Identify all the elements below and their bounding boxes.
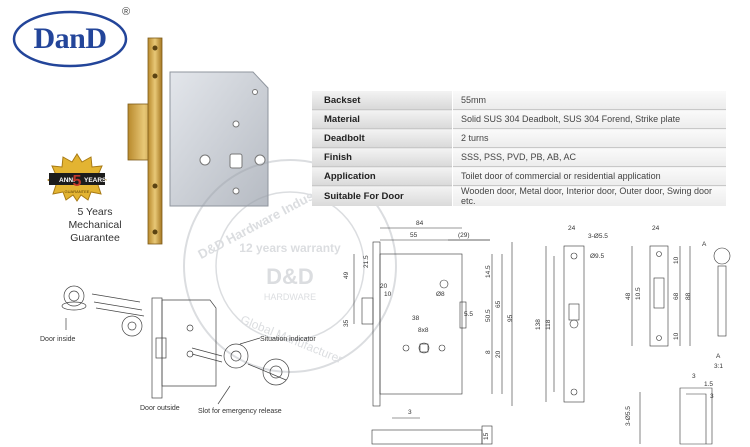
dim-49: 49: [343, 271, 350, 279]
spec-value: 55mm: [452, 91, 726, 110]
warranty-caption: 5 Years Mechanical Guarantee: [40, 206, 150, 245]
watermark-sub: HARDWARE: [264, 292, 316, 302]
registered-mark: ®: [122, 6, 131, 18]
dim-95: 95: [507, 314, 514, 322]
dim-35: 35: [343, 319, 350, 327]
dim-backset: 55: [410, 232, 418, 239]
spec-label: Deadbolt: [312, 128, 453, 148]
view-a-label: A: [702, 241, 707, 248]
dim-21-5: 21.5: [363, 255, 370, 268]
dim-5-5: 5.5: [464, 311, 473, 318]
badge-right: YEARS: [84, 177, 107, 184]
spec-label: Finish: [312, 147, 453, 167]
logo-ellipse: [12, 10, 128, 68]
logo-text: DanD: [33, 22, 107, 55]
dim-strike-10b: 10: [673, 332, 680, 340]
dim-front-9-5: Ø9.5: [590, 253, 604, 260]
dim-118: 118: [545, 319, 552, 330]
dim-strike-10: 10: [673, 256, 680, 264]
lock-product-image: [127, 37, 269, 245]
dim-38: 38: [412, 315, 420, 322]
exploded-view-drawing: [61, 285, 290, 405]
dim-strike-48: 48: [625, 292, 632, 300]
dim-10: 10: [384, 291, 392, 298]
dim-strike-10-5: 10.5: [635, 287, 642, 300]
dim-138: 138: [535, 319, 542, 330]
dim-small-d5-5: 3-Ø5.5: [625, 406, 632, 426]
warranty-line-3: Guarantee: [70, 232, 120, 244]
warranty-line-2: Mechanical: [68, 219, 122, 231]
dim-front-holes: 3-Ø5.5: [588, 233, 608, 240]
dim-20b: 20: [495, 350, 502, 358]
dim-8x8: 8x8: [418, 327, 429, 334]
spec-label: Application: [312, 166, 453, 186]
spec-value: 2 turns: [452, 128, 726, 148]
dim-small-1-5: 1.5: [704, 381, 713, 388]
dim-14-5: 14.5: [485, 265, 492, 278]
dim-bottom-3: 3: [408, 409, 412, 416]
spec-value: Wooden door, Metal door, Interior door, …: [452, 185, 726, 206]
warranty-line-1: 5 Years: [77, 206, 113, 218]
spec-label: Backset: [312, 91, 453, 110]
dim-small-3: 3: [692, 373, 696, 380]
dim-8: 8: [485, 350, 492, 354]
spec-value: Solid SUS 304 Deadbolt, SUS 304 Forend, …: [452, 109, 726, 129]
dim-d8: Ø8: [436, 291, 445, 298]
label-situation-indicator: Situation indicator: [260, 336, 316, 343]
label-door-outside: Door outside: [140, 405, 180, 412]
dim-offset: (29): [458, 232, 470, 239]
badge-number: 5: [73, 173, 82, 190]
dim-50-5: 50.5: [485, 309, 492, 322]
dim-front-24: 24: [568, 225, 576, 232]
dim-top-width: 84: [416, 220, 424, 227]
spec-value: Toilet door of commercial or residential…: [452, 166, 726, 186]
dim-strike-88: 88: [685, 292, 692, 300]
technical-drawing: 84 55 (29) 49 35 21.5 20 10 Ø8 38 8x8 14…: [343, 220, 731, 445]
badge-left: ANNI: [59, 177, 75, 184]
dim-strike-68: 68: [673, 292, 680, 300]
label-door-inside: Door inside: [40, 336, 76, 343]
dim-20: 20: [380, 283, 388, 290]
dim-65: 65: [495, 300, 502, 308]
dim-bottom-15: 15: [483, 432, 490, 440]
brand-logo: DanD: [12, 10, 128, 68]
view-a2-label: A: [716, 353, 721, 360]
warranty-badge: ANNI 5 YEARS GUARANTEE: [47, 153, 107, 202]
badge-bottom: GUARANTEE: [65, 189, 90, 194]
watermark-brand: D&D: [266, 264, 314, 289]
watermark-warranty: 12 years warranty: [239, 241, 341, 255]
label-slot: Slot for emergency release: [198, 408, 282, 415]
view-scale: 3:1: [714, 363, 723, 370]
dim-strike-24: 24: [652, 225, 660, 232]
spec-label: Suitable For Door: [312, 185, 453, 206]
spec-label: Material: [312, 109, 453, 129]
spec-value: SSS, PSS, PVD, PB, AB, AC: [452, 147, 726, 167]
